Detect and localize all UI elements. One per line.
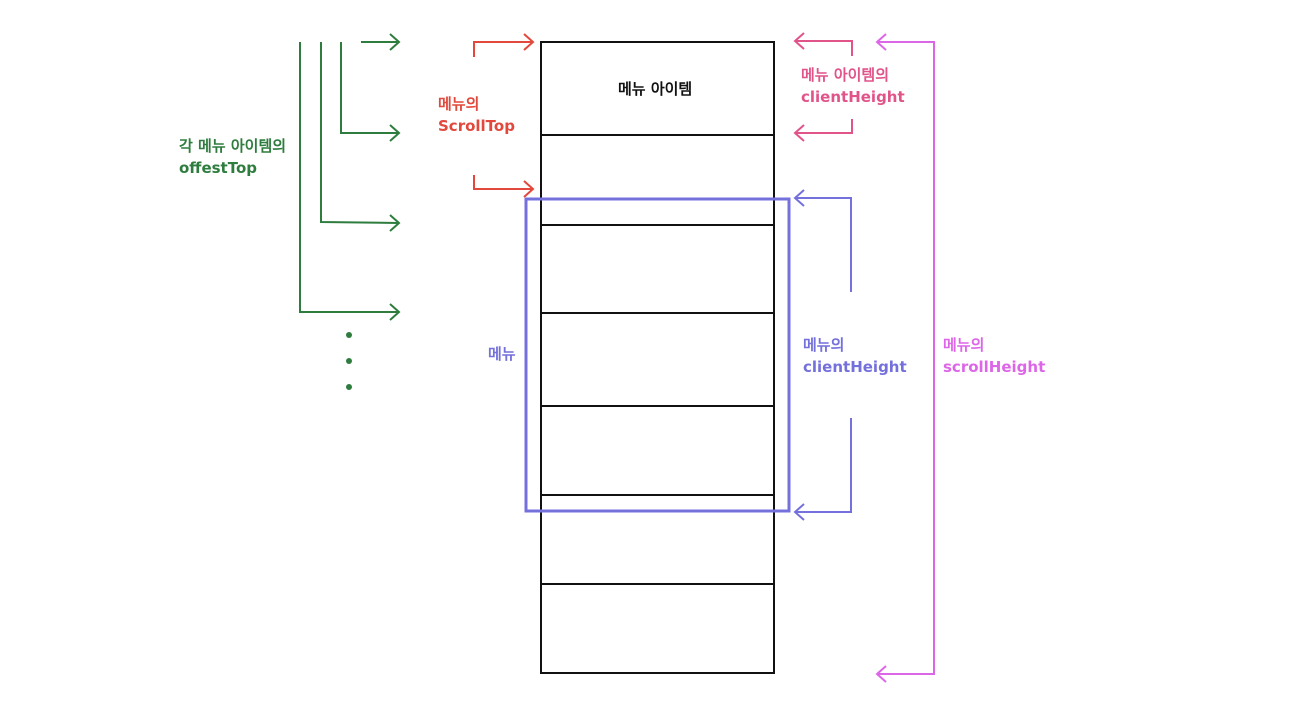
- offset-top-label-line2: offestTop: [179, 159, 258, 177]
- menu-client-arrow-top: [795, 197, 852, 292]
- menu-client-arrow-bottom: [795, 418, 852, 513]
- menu-client-height-label-line2: clientHeight: [803, 358, 907, 376]
- offset-arrow-4-head: [389, 303, 401, 321]
- dot: [346, 332, 352, 338]
- offset-arrow-1-head: [389, 33, 401, 51]
- menu-client-arrow-top-head: [793, 189, 805, 207]
- dot: [346, 384, 352, 390]
- offset-arrow-2: [340, 42, 399, 134]
- offset-top-label: 각 메뉴 아이템의 offestTop: [179, 135, 286, 179]
- offset-arrow-3-head: [389, 214, 401, 232]
- item-client-height-label-line1: 메뉴 아이템의: [801, 66, 890, 84]
- scroll-top-arrow-bottom-head: [523, 180, 535, 198]
- item-client-arrow-top: [795, 40, 853, 56]
- item-client-height-label-line2: clientHeight: [801, 88, 905, 106]
- item-client-arrow-bottom: [795, 119, 853, 134]
- dot: [346, 358, 352, 364]
- menu-client-height-label: 메뉴의 clientHeight: [803, 334, 907, 378]
- scroll-top-arrow-top-head: [523, 33, 535, 51]
- scroll-height-label: 메뉴의 scrollHeight: [943, 334, 1045, 378]
- scroll-top-label: 메뉴의 ScrollTop: [438, 93, 515, 137]
- scroll-top-arrow-top: [473, 41, 533, 57]
- offset-arrow-4: [299, 42, 399, 313]
- scroll-top-label-line2: ScrollTop: [438, 117, 515, 135]
- menu-item-label: 메뉴 아이템: [618, 80, 693, 98]
- item-client-height-label: 메뉴 아이템의 clientHeight: [801, 64, 905, 108]
- offset-top-label-line1: 각 메뉴 아이템의: [179, 137, 287, 155]
- item-column-outline: [540, 41, 775, 674]
- scroll-height-line: [877, 41, 935, 675]
- continuation-dots: [346, 332, 352, 390]
- offset-arrow-2-head: [389, 124, 401, 142]
- offset-arrow-3: [320, 42, 400, 224]
- menu-client-height-bracket: [793, 189, 852, 521]
- menu-label: 메뉴: [488, 345, 516, 363]
- offset-top-arrows: [299, 33, 401, 321]
- item-client-height-bracket: [793, 32, 853, 142]
- item-column: [540, 41, 775, 674]
- scroll-height-bracket: [875, 33, 935, 683]
- item-client-arrow-top-head: [793, 32, 805, 50]
- scroll-top-arrows: [473, 33, 535, 198]
- scroll-top-label-line1: 메뉴의: [438, 95, 480, 113]
- menu-client-height-label-line1: 메뉴의: [803, 336, 845, 354]
- scroll-height-label-line2: scrollHeight: [943, 358, 1046, 376]
- scroll-top-arrow-bottom: [473, 175, 533, 190]
- item-client-arrow-bottom-head: [793, 124, 805, 142]
- scroll-height-label-line1: 메뉴의: [943, 336, 985, 354]
- scroll-height-top-head: [875, 33, 887, 51]
- scroll-height-bottom-head: [875, 665, 887, 683]
- menu-client-arrow-bottom-head: [793, 503, 805, 521]
- menu-viewport-box: [524, 197, 791, 513]
